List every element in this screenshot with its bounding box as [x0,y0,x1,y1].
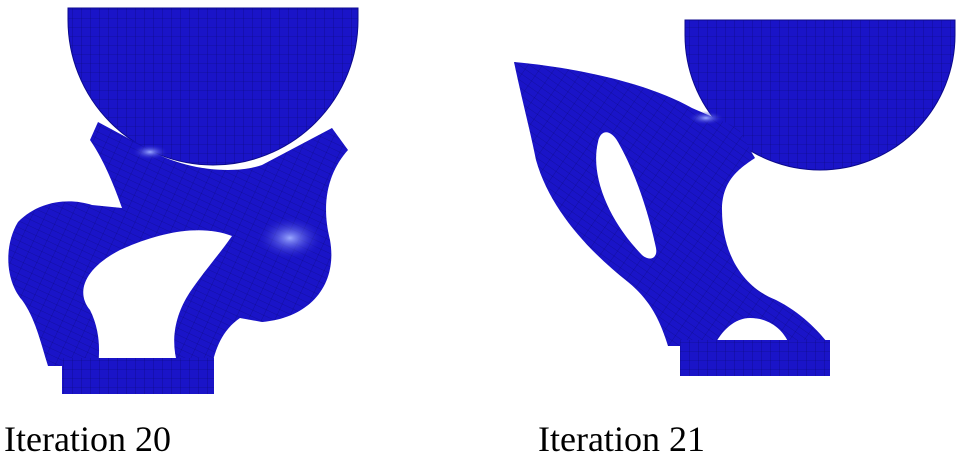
iteration-20-mesh [8,7,359,394]
support-block-left [62,358,214,394]
iteration-20-panel [0,0,420,400]
indenter-disc-left [67,7,359,166]
caption-iteration-20: Iteration 20 [4,419,171,459]
iteration-21-panel [500,0,968,400]
indenter-disc-right [684,19,956,171]
deformed-structure-right [514,62,830,346]
support-block-right [680,340,830,376]
deformed-structure-left [8,122,349,366]
caption-iteration-21: Iteration 21 [538,419,705,459]
iteration-21-mesh [514,19,956,376]
